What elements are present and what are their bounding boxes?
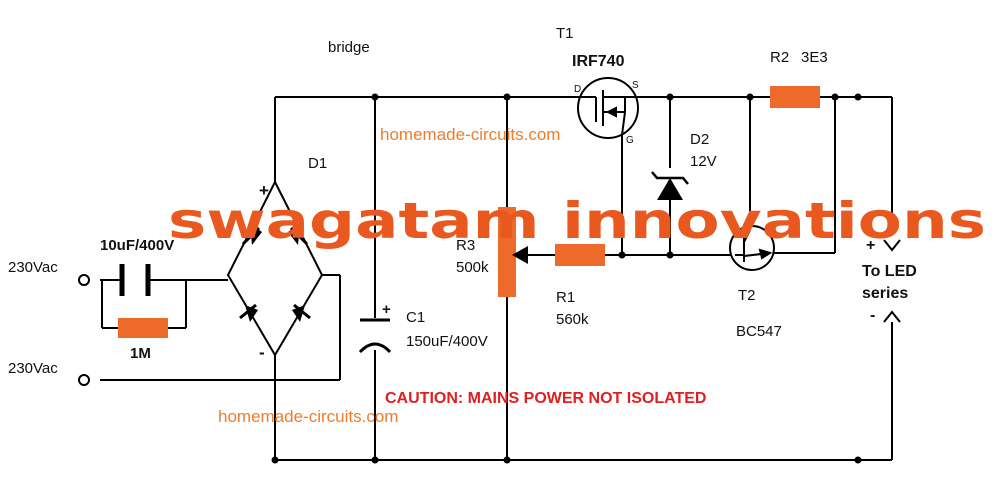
label-d-pin: D <box>574 84 581 95</box>
resistor-1m <box>118 318 168 338</box>
label-led-series: series <box>862 285 908 302</box>
potentiometer-r3 <box>498 207 516 297</box>
ac-input-terminals <box>78 274 90 386</box>
terminal-top <box>78 274 90 286</box>
label-c1-value: 150uF/400V <box>406 333 488 350</box>
mosfet-t1 <box>577 77 640 139</box>
watermark-site-top: homemade-circuits.com <box>380 125 560 144</box>
label-r3: R3 <box>456 237 475 254</box>
junction-dots <box>271 93 862 464</box>
resistor-r1 <box>555 244 605 266</box>
label-d2-value: 12V <box>690 153 717 170</box>
bridge-rectifier <box>226 179 324 357</box>
label-g-pin: G <box>626 135 634 146</box>
resistor-r2 <box>770 86 820 108</box>
label-r2-value: 3E3 <box>801 49 828 66</box>
capacitor-c1 <box>358 318 392 354</box>
label-r2: R2 <box>770 49 789 66</box>
transistor-t2 <box>729 225 775 271</box>
pot-wiper-arrow <box>512 246 528 264</box>
label-bridge-minus: - <box>259 343 265 362</box>
label-cap-series: 10uF/400V <box>100 237 174 254</box>
label-irf740: IRF740 <box>572 53 625 70</box>
label-c1-plus: + <box>382 301 391 318</box>
caution-text: CAUTION: MAINS POWER NOT ISOLATED <box>385 390 706 407</box>
label-r1-value: 560k <box>556 311 589 328</box>
terminal-bottom <box>78 374 90 386</box>
label-bridge: bridge <box>328 39 370 56</box>
label-s-pin: S <box>632 80 639 91</box>
label-ac-top: 230Vac <box>8 259 58 276</box>
label-out-minus: - <box>870 307 875 324</box>
label-t1: T1 <box>556 25 574 42</box>
label-out-plus: + <box>866 237 875 254</box>
output-arrows <box>883 239 901 323</box>
watermark-site-bottom: homemade-circuits.com <box>218 407 398 426</box>
label-c1: C1 <box>406 309 425 326</box>
watermark-brand: swagatam innovations <box>168 192 986 250</box>
label-r3-value: 500k <box>456 259 489 276</box>
label-d2: D2 <box>690 131 709 148</box>
label-to-led: To LED <box>862 263 917 280</box>
label-d1: D1 <box>308 155 327 172</box>
label-bridge-plus: + <box>259 181 269 200</box>
label-ac-bottom: 230Vac <box>8 360 58 377</box>
wires <box>100 96 893 461</box>
label-r-1m: 1M <box>130 345 151 362</box>
label-r1: R1 <box>556 289 575 306</box>
zener-d2 <box>651 171 689 200</box>
series-capacitor <box>119 264 151 296</box>
label-bc547: BC547 <box>736 323 782 340</box>
label-t2: T2 <box>738 287 756 304</box>
